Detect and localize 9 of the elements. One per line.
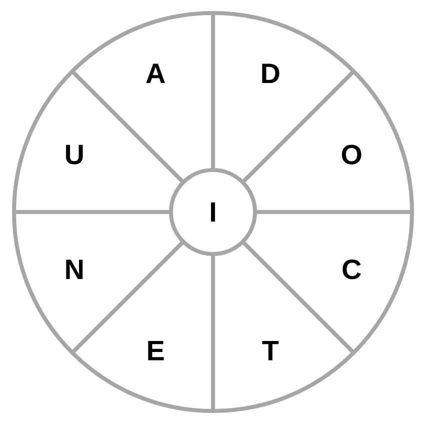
sector-letter: A bbox=[146, 64, 165, 83]
sector-letter: D bbox=[262, 64, 280, 83]
sector-letter: C bbox=[342, 260, 361, 280]
sector-letter: T bbox=[262, 341, 279, 360]
wheel-circle bbox=[12, 11, 414, 413]
sector-letter: N bbox=[66, 260, 83, 279]
sector-letter: U bbox=[66, 144, 83, 164]
sector-letter: O bbox=[342, 144, 362, 164]
sector-letter: E bbox=[148, 341, 164, 360]
